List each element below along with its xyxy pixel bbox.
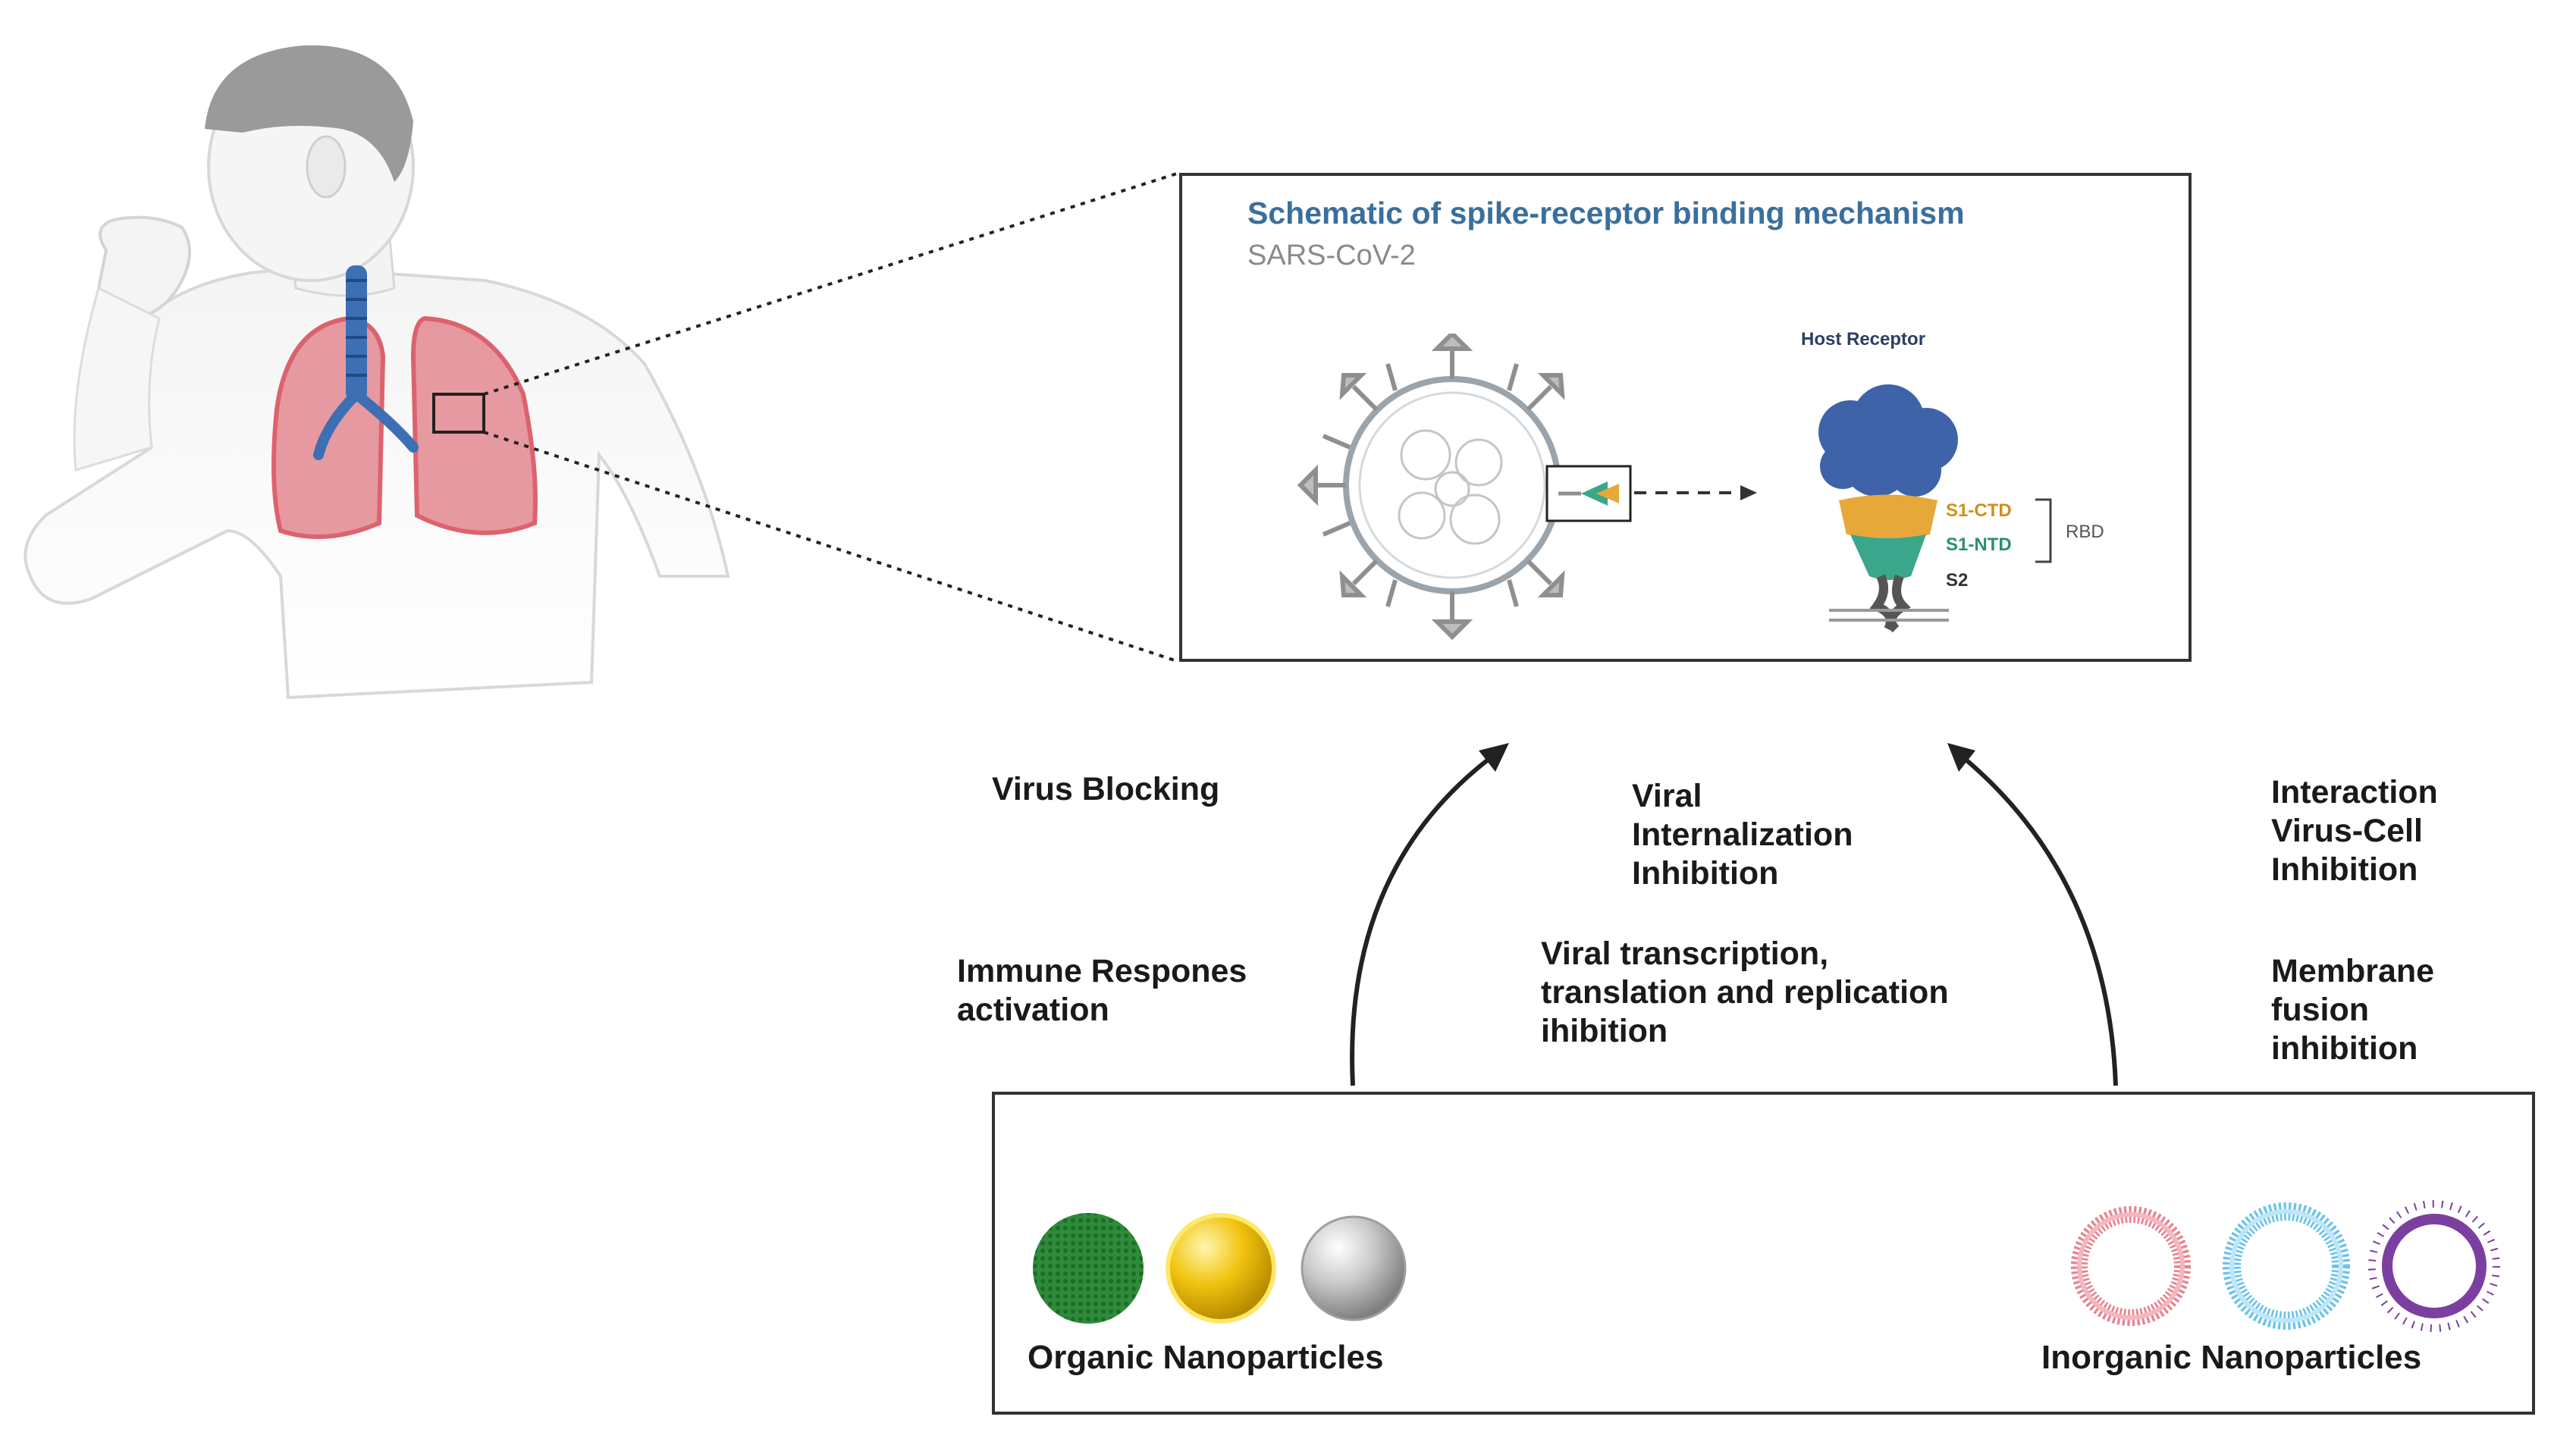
right-lung-shape (410, 315, 538, 535)
virus-blocking-text: Virus Blocking (992, 771, 1220, 807)
organic-nanoparticles-label: Organic Nanoparticles (1028, 1339, 1384, 1376)
viral-internalization-text: Viral Internalization Inhibition (1632, 778, 1853, 892)
immune-response-text: Immune Respones activation (957, 953, 1247, 1028)
purple-dendrimer (2382, 1214, 2487, 1318)
interaction-virus-cell-text: Interaction Virus-Cell Inhibition (2271, 774, 2438, 888)
rbd-bracket (2035, 498, 2052, 563)
inset-subtitle: SARS-CoV-2 (1247, 240, 1416, 271)
rbd-label: RBD (2066, 522, 2104, 542)
organic-nanoparticles-illustration (1033, 1213, 1407, 1324)
s2-label: S2 (1946, 570, 1969, 591)
human-figure-illustration (24, 45, 730, 700)
s1-ctd-label: S1-CTD (1946, 500, 2012, 521)
host-receptor-label: Host Receptor (1801, 329, 1926, 349)
hair-shape (205, 45, 413, 182)
viral-transcription-text: Viral transcription, translation and rep… (1541, 936, 1949, 1049)
host-receptor-illustration (1818, 384, 1958, 633)
inset-frame (1179, 173, 2192, 662)
binding-arrow (1634, 485, 1757, 500)
silver-particle (1301, 1215, 1407, 1321)
membrane-fusion-text: Membrane fusion inhibition (2271, 953, 2435, 1067)
gold-particle (1166, 1213, 1276, 1324)
s1-ntd-label: S1-NTD (1946, 534, 2012, 555)
virus-illustration (1297, 334, 1632, 641)
inset-title: Schematic of spike-receptor binding mech… (1247, 196, 1965, 230)
inorganic-nanoparticles-label: Inorganic Nanoparticles (2041, 1339, 2422, 1376)
lung-zoom-box (432, 393, 485, 434)
inorganic-nanoparticles-illustration (2071, 1200, 2500, 1332)
